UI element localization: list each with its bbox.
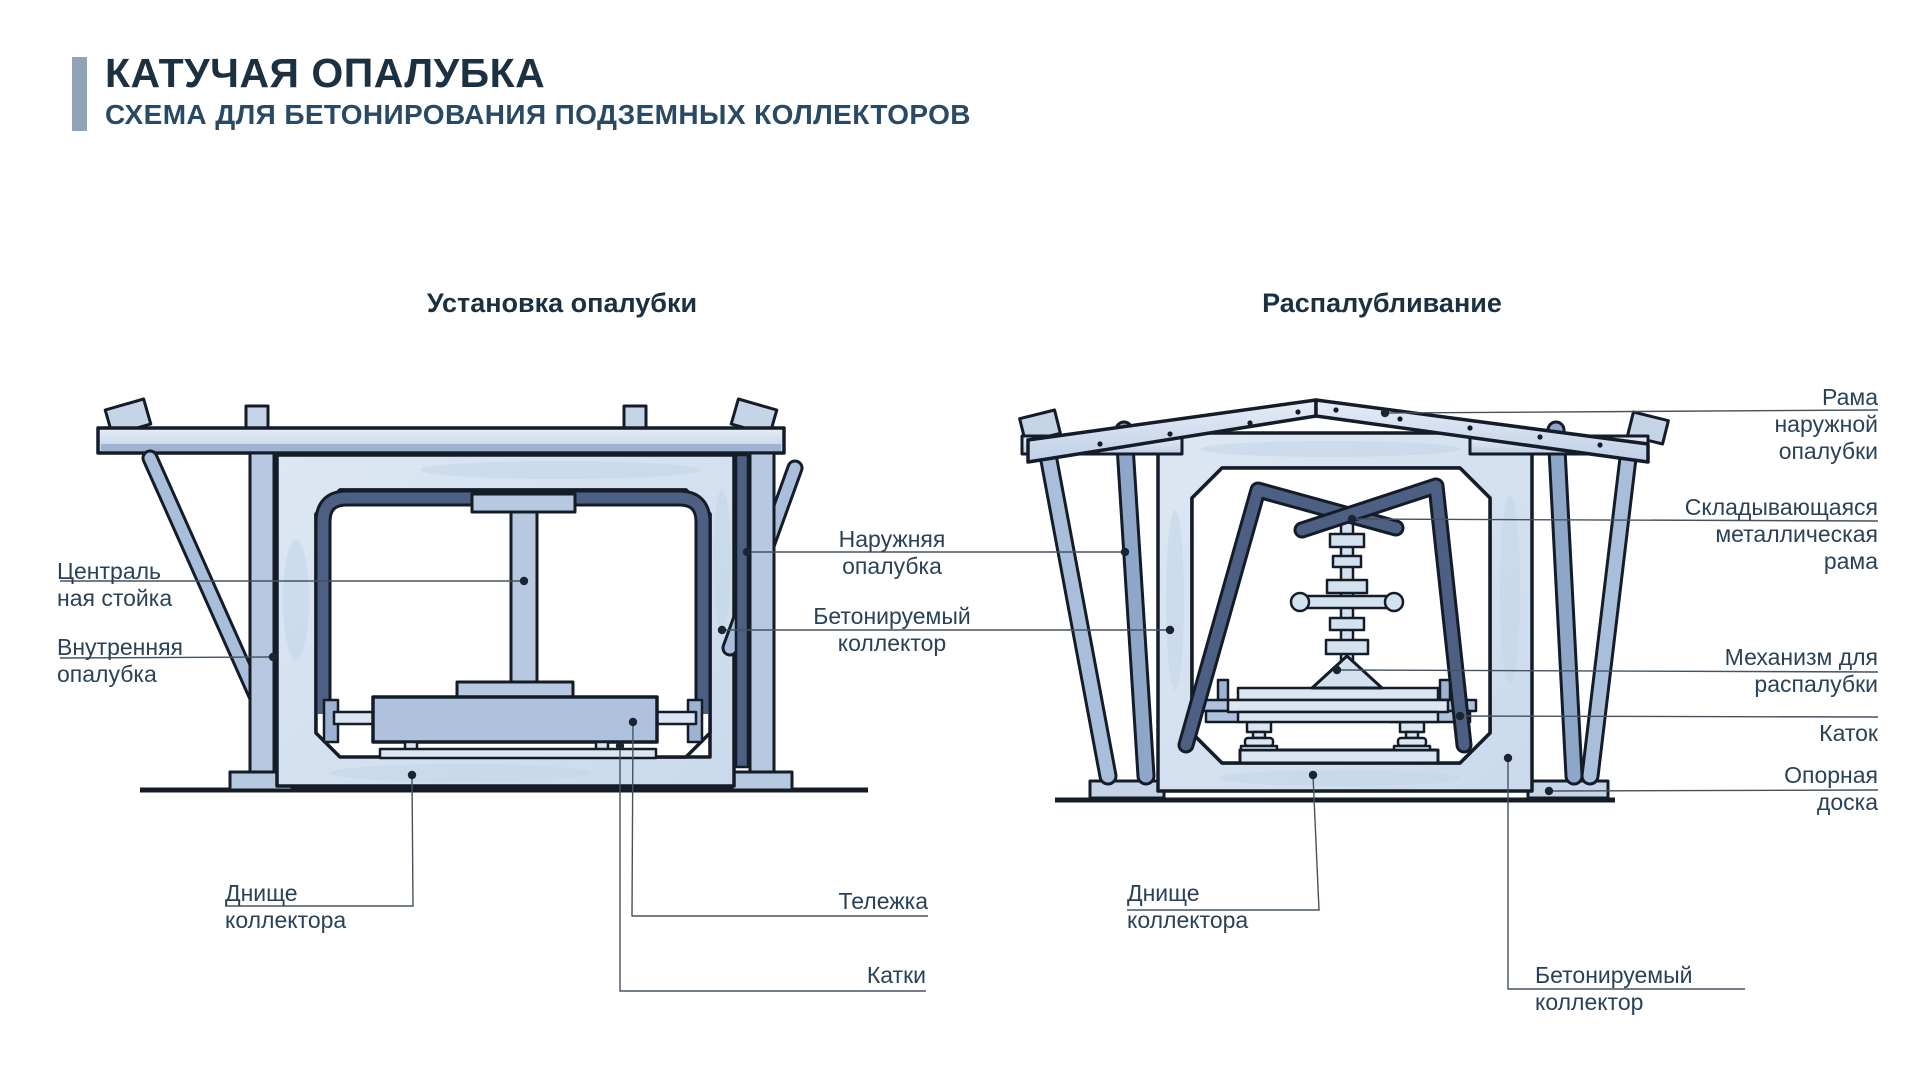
trolley	[322, 695, 704, 744]
label-concreted-collector-mid: Бетонируемый коллектор	[813, 603, 971, 656]
section-title-installation: Установка опалубки	[426, 288, 698, 318]
accent-bar	[72, 57, 87, 131]
right-footing	[730, 770, 794, 792]
screw-mechanism	[1289, 518, 1405, 690]
section-title-stripping: Распалубливание	[1262, 288, 1502, 318]
top-beam-assembly-left	[96, 397, 786, 455]
page-title: КАТУЧАЯ ОПАЛУБКА	[105, 50, 546, 96]
label-central-post: Централь ная стойка	[57, 558, 173, 611]
diagram-installation	[96, 397, 868, 793]
leader-lines	[59, 408, 1879, 992]
left-support-board	[1088, 779, 1166, 800]
diagram-stripping	[1018, 398, 1670, 803]
leader-dots	[268, 408, 1554, 796]
rivets	[1097, 407, 1603, 448]
t-handle	[1298, 594, 1396, 610]
roller-platform	[1198, 678, 1478, 724]
rollers-assembly	[378, 740, 658, 760]
screw-foot	[1310, 654, 1384, 690]
gable-beam-right	[1314, 398, 1650, 464]
label-support-board: Опорная доска	[1784, 762, 1878, 815]
label-rollers: Катки	[866, 962, 926, 988]
label-roller: Каток	[1819, 720, 1878, 746]
label-folding-metal-frame: Складывающаяся металлическая рама	[1684, 494, 1878, 574]
right-support-post	[721, 451, 804, 774]
label-trolley: Тележка	[838, 888, 928, 914]
bore-floor-board	[1238, 748, 1440, 765]
watercolor-texture-right	[1166, 441, 1520, 786]
left-support-post	[141, 449, 276, 774]
label-concreted-collector-bottom: Бетонируемый коллектор	[1535, 962, 1693, 1015]
label-outer-formwork-frame: Рама наружной опалубки	[1774, 384, 1878, 464]
outer-frame	[1018, 398, 1670, 786]
label-collector-bottom-left: Днище коллектора	[225, 880, 347, 933]
watercolor-texture-left	[283, 461, 731, 782]
right-support-board	[1526, 779, 1610, 800]
label-inner-formwork: Внутренняя опалубка	[57, 634, 183, 687]
central-post-ibeam	[455, 492, 577, 700]
page-subtitle: СХЕМА ДЛЯ БЕТОНИРОВАНИЯ ПОДЗЕМНЫХ КОЛЛЕК…	[105, 99, 971, 130]
label-collector-bottom-right: Днище коллектора	[1127, 880, 1249, 933]
outer-formwork-panel	[734, 453, 750, 769]
label-outer-formwork: Наружняя опалубка	[838, 526, 946, 579]
rail-wheels	[1239, 720, 1432, 752]
label-stripping-mechanism: Механизм для распалубки	[1724, 644, 1878, 697]
